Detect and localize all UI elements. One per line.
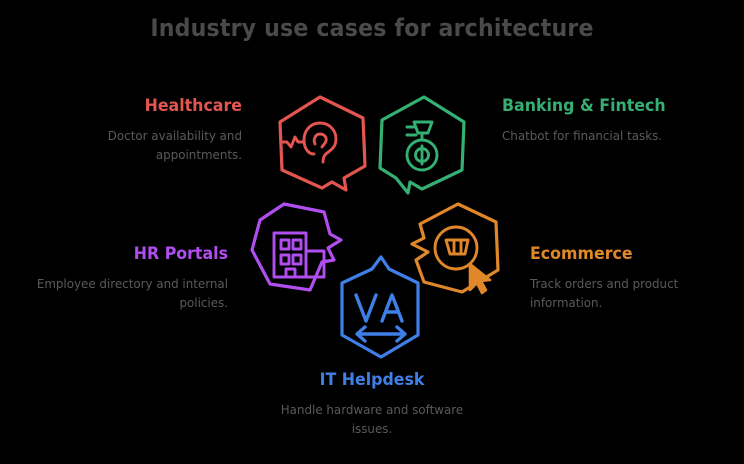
va-arrow-icon (354, 293, 407, 343)
use-case-it-helpdesk: IT Helpdesk Handle hardware and software… (272, 370, 472, 438)
use-case-label-ecommerce: Ecommerce (530, 244, 633, 264)
badge-ecommerce (396, 198, 508, 310)
speech-bubble-outline (340, 255, 420, 359)
use-case-ecommerce: Ecommerce Track orders and product infor… (530, 244, 740, 312)
use-case-description-it-helpdesk: Handle hardware and software issues. (280, 402, 464, 436)
use-case-label-banking: Banking & Fintech (502, 96, 666, 116)
badge-hr-portals (248, 198, 352, 310)
use-case-label-healthcare: Healthcare (144, 96, 242, 116)
shopping-cart-cursor-icon (433, 225, 492, 295)
office-building-icon (272, 231, 326, 279)
speech-bubble-outline (378, 95, 466, 195)
use-case-description-ecommerce: Track orders and product information. (530, 276, 679, 310)
speech-bubble-outline (250, 202, 343, 292)
use-case-banking: Banking & Fintech Chatbot for financial … (502, 96, 712, 145)
use-case-label-hr-portals: HR Portals (133, 244, 228, 264)
use-case-description-hr-portals: Employee directory and internal policies… (36, 276, 229, 310)
speech-bubble-outline (410, 202, 500, 294)
badge-banking (370, 92, 474, 204)
page-title: Industry use cases for architecture (150, 14, 594, 42)
speech-bubble-outline (278, 95, 367, 192)
badge-it-helpdesk (326, 255, 436, 367)
use-case-description-healthcare: Doctor availability and appointments. (107, 128, 242, 162)
use-case-label-it-helpdesk: IT Helpdesk (319, 370, 425, 390)
ear-stethoscope-icon (280, 121, 338, 164)
use-case-hr-portals: HR Portals Employee directory and intern… (14, 244, 228, 312)
use-case-description-banking: Chatbot for financial tasks. (502, 128, 663, 143)
icon-cluster (248, 92, 516, 370)
use-case-healthcare: Healthcare Doctor availability and appoi… (42, 96, 242, 164)
money-bag-icon (405, 120, 439, 172)
badge-healthcare (270, 92, 374, 204)
